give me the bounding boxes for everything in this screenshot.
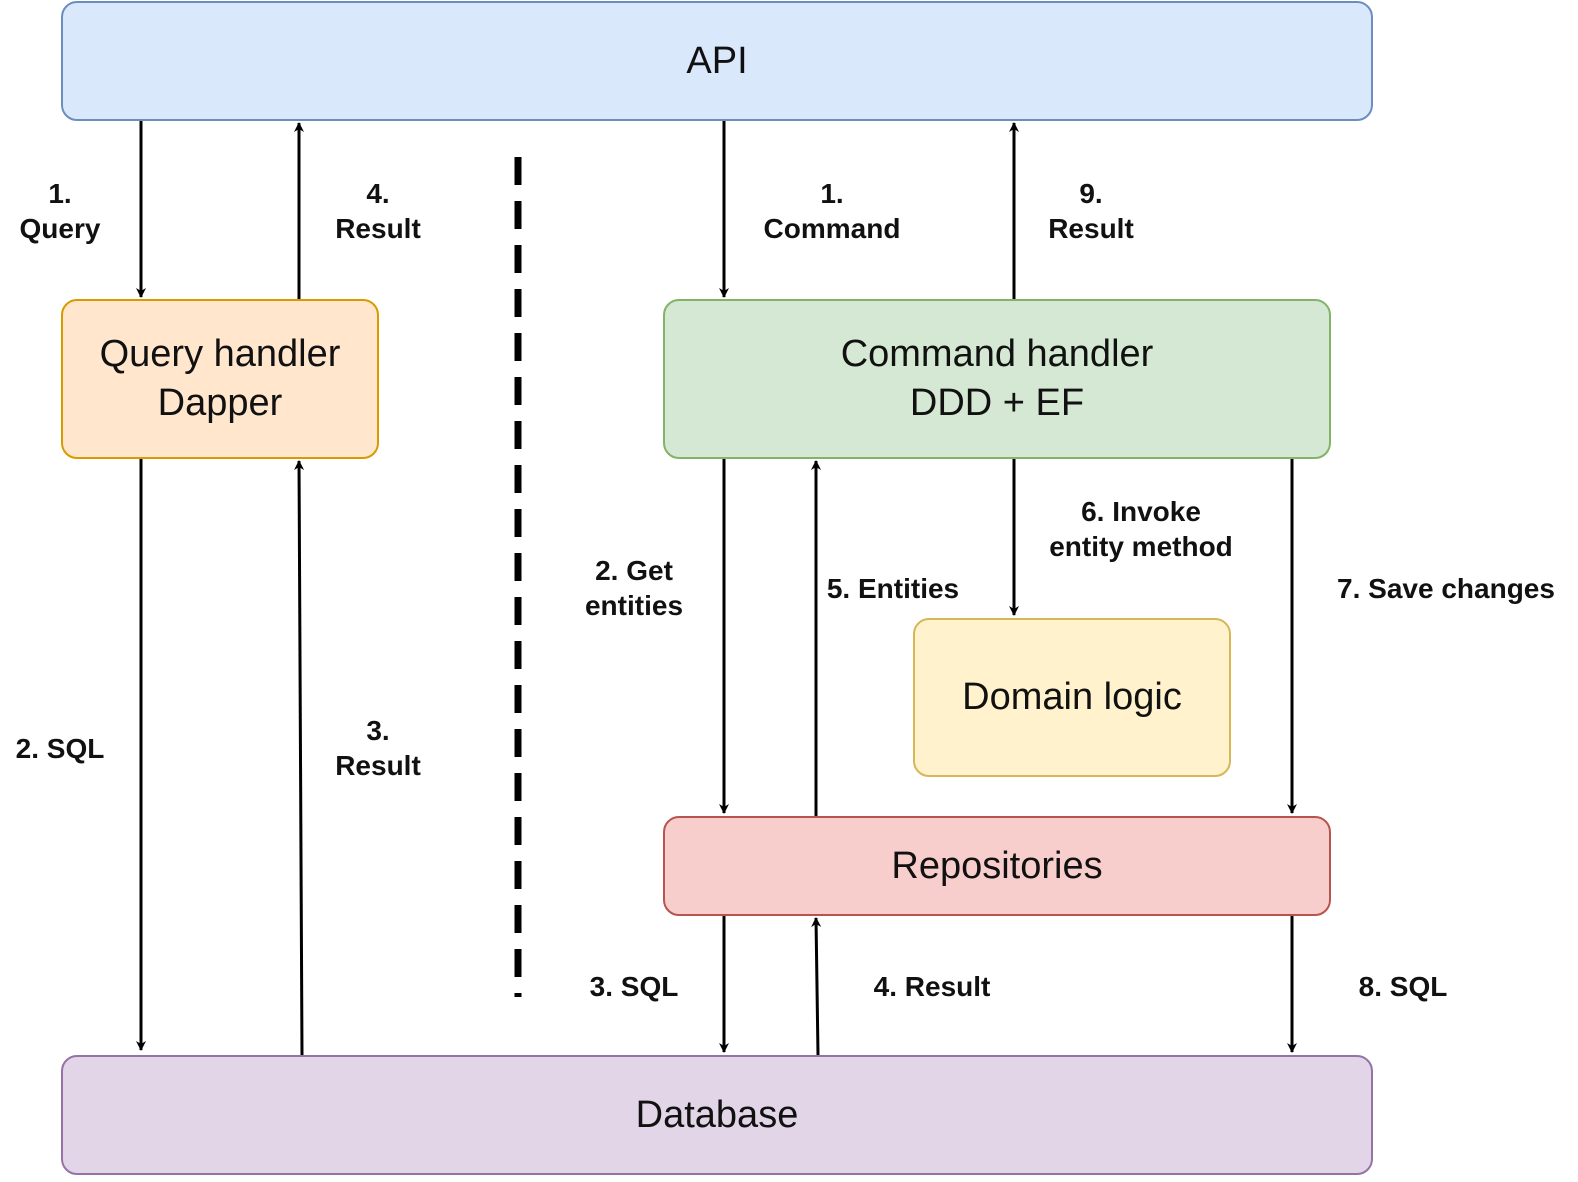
edge-label-query-result-text: Result [335, 213, 421, 244]
edge-label-command-result-text: Result [1048, 213, 1134, 244]
edge-label-invoke-step: 6. Invoke [1081, 496, 1201, 527]
edge-label-command: 1. Command [752, 176, 912, 246]
query-handler-box: Query handler Dapper [61, 299, 379, 459]
edge-label-get-entities-step: 2. Get [595, 555, 673, 586]
edge-label-query-db-result: 3. Result [318, 713, 438, 783]
edge-label-command-result: 9. Result [1031, 176, 1151, 246]
database-label: Database [635, 1093, 799, 1136]
edge-label-command-step: 1. [820, 178, 844, 209]
edge-label-save-changes-text: 7. Save changes [1337, 573, 1555, 604]
edge-label-entities: 5. Entities [818, 571, 968, 606]
repositories-label: Repositories [891, 844, 1103, 887]
command-handler-box: Command handler DDD + EF [663, 299, 1331, 459]
edge-label-get-entities-text: entities [584, 590, 684, 621]
edge-label-result-4-text: 4. Result [873, 971, 991, 1002]
api-label: API [686, 39, 748, 82]
domain-logic-label: Domain logic [962, 676, 1182, 719]
repositories-box: Repositories [663, 816, 1331, 916]
edge-label-entities-text: 5. Entities [826, 573, 960, 604]
arrow-query-db-result [294, 460, 305, 1056]
edge-label-query-result-step: 4. [366, 178, 390, 209]
database-box: Database [61, 1055, 1373, 1175]
edge-label-invoke-text: entity method [1049, 531, 1233, 562]
edge-label-query-sql-text: 2. SQL [15, 733, 105, 764]
edge-label-save-changes: 7. Save changes [1326, 571, 1566, 606]
edge-label-command-text: Command [763, 213, 901, 244]
edge-label-result-4: 4. Result [852, 969, 1012, 1004]
edge-label-query-sql: 2. SQL [0, 731, 120, 766]
query-handler-title: Query handler [99, 333, 341, 376]
edge-label-query-text: Query [19, 213, 101, 244]
command-handler-subtitle: DDD + EF [909, 382, 1085, 424]
edge-label-invoke: 6. Invoke entity method [1031, 494, 1251, 564]
edge-label-query-db-result-text: Result [335, 750, 421, 781]
edge-label-sql-8: 8. SQL [1343, 969, 1463, 1004]
api-box: API [61, 1, 1373, 121]
edge-label-command-result-step: 9. [1079, 178, 1103, 209]
edge-label-query-db-result-step: 3. [366, 715, 390, 746]
arrow-result-4-up [811, 917, 822, 1056]
edge-label-query-result: 4. Result [318, 176, 438, 246]
edge-label-sql-8-text: 8. SQL [1358, 971, 1448, 1002]
edge-label-sql-3: 3. SQL [574, 969, 694, 1004]
edge-label-sql-3-text: 3. SQL [589, 971, 679, 1002]
domain-logic-box: Domain logic [913, 618, 1231, 777]
edge-label-query: 1. Query [10, 176, 110, 246]
edge-label-query-step: 1. [48, 178, 72, 209]
command-handler-title: Command handler [840, 333, 1154, 376]
query-handler-subtitle: Dapper [157, 382, 283, 424]
edge-label-get-entities: 2. Get entities [574, 553, 694, 623]
